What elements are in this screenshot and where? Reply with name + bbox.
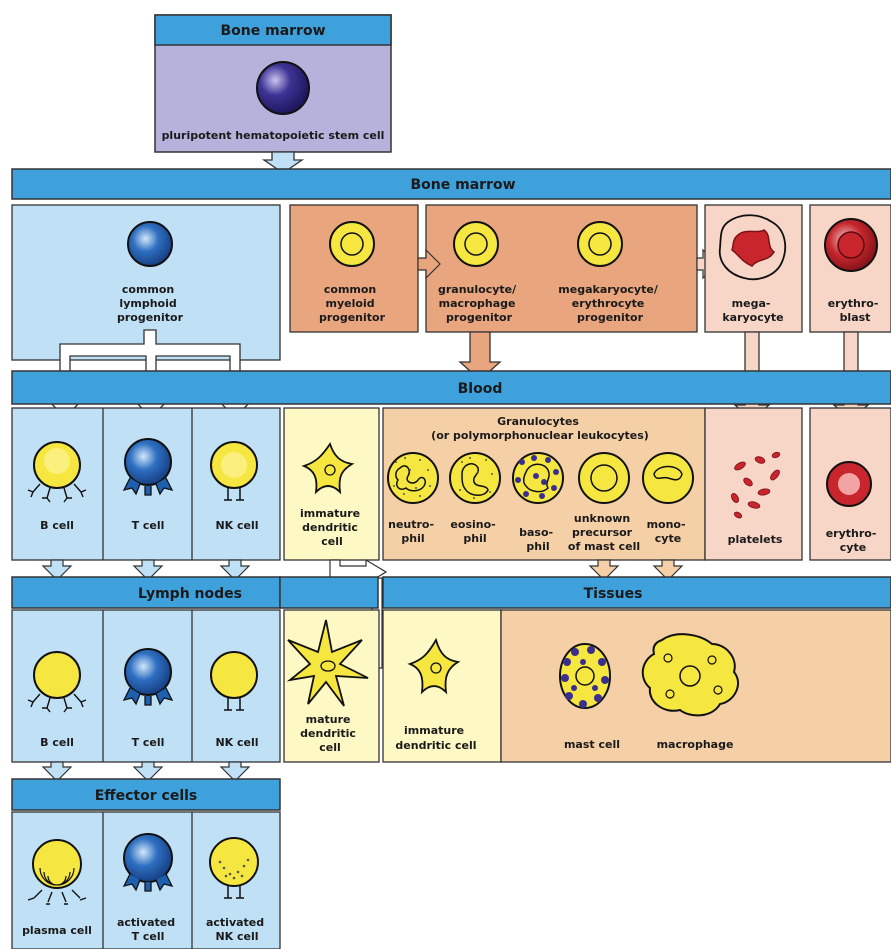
mast-cell-icon	[559, 643, 611, 709]
mast-cell-precursor-label: unknown precursor of mast cell	[568, 512, 640, 553]
basophil-icon	[512, 452, 564, 504]
nk-cell-lymph-icon	[210, 651, 258, 711]
platelets-label: platelets	[728, 533, 783, 546]
immature-dendritic-cell-tissue-icon	[407, 637, 461, 695]
t-cell-icon	[122, 438, 174, 496]
eosinophil-label: eosino- phil	[450, 518, 499, 545]
granulocyte-macrophage-progenitor-icon	[453, 221, 499, 267]
blood-to-tissue-arrows	[588, 559, 684, 581]
plasma-cell-icon	[27, 839, 87, 905]
megakaryocyte-erythrocyte-progenitor-label: megakaryocyte/ erythrocyte progenitor	[558, 283, 661, 324]
mature-dendritic-cell-label: mature dendritic cell	[300, 713, 360, 754]
effector-cells-header: Effector cells	[95, 788, 198, 804]
common-myeloid-progenitor-label: common myeloid progenitor	[319, 283, 386, 324]
megakaryocyte-icon	[718, 214, 787, 281]
common-lymphoid-progenitor-label: common lymphoid progenitor	[117, 283, 184, 324]
stem-cell-icon	[256, 61, 310, 115]
basophil-label: baso- phil	[519, 526, 557, 553]
mature-dendritic-cell-icon	[286, 619, 369, 707]
macrophage-label: macrophage	[657, 738, 734, 751]
activated-t-cell-icon	[122, 833, 174, 892]
neutrophil-label: neutro- phil	[388, 518, 438, 545]
mast-cell-precursor-icon	[578, 452, 630, 504]
blood-section: Blood B cell T cell NK cell	[11, 370, 891, 561]
blood-header: Blood	[458, 381, 503, 397]
erythroblast-label: erythro- blast	[828, 297, 883, 324]
lymph-nodes-section: Lymph nodes Tissues B cell T cell NK cel…	[11, 576, 891, 763]
common-lymphoid-progenitor-icon	[127, 221, 173, 267]
eosinophil-icon	[449, 452, 501, 504]
stem-arrow	[261, 151, 305, 174]
erythroblast-icon	[824, 218, 878, 272]
lymph-nodes-header: Lymph nodes	[138, 586, 242, 602]
erythrocyte-label: erythro- cyte	[826, 527, 881, 554]
lymph-to-effector-arrows	[41, 761, 251, 782]
t-cell-label: T cell	[132, 519, 165, 532]
granulocytes-title: Granulocytes (or polymorphonuclear leuko…	[431, 415, 649, 442]
t-cell-lymph-icon	[122, 648, 174, 706]
monocyte-icon	[642, 452, 694, 504]
megakaryocyte-erythrocyte-progenitor-icon	[577, 221, 623, 267]
b-cell-lymph-label: B cell	[40, 736, 74, 749]
top-bone-marrow-header: Bone marrow	[220, 23, 325, 39]
immature-dendritic-cell-tissue-label: immature dendritic cell	[395, 724, 476, 752]
nk-cell-lymph-label: NK cell	[215, 736, 258, 749]
bone-marrow-section: Bone marrow common lymphoid progenitor c…	[11, 168, 891, 361]
mast-cell-label: mast cell	[564, 738, 620, 751]
myeloid-to-gm-arrow	[417, 248, 441, 280]
immature-dendritic-cell-icon	[301, 441, 355, 495]
activated-nk-cell-label: activated NK cell	[206, 916, 268, 943]
megakaryocyte-label: mega- karyocyte	[722, 297, 783, 324]
immature-dendritic-cell-label: immature dendritic cell	[300, 507, 364, 548]
nk-cell-icon	[210, 441, 258, 501]
b-cell-lymph-icon	[27, 651, 87, 713]
activated-nk-cell-icon	[209, 837, 259, 899]
stem-cell-label: pluripotent hematopoietic stem cell	[162, 129, 385, 142]
granulocyte-macrophage-progenitor-label: granulocyte/ macrophage progenitor	[438, 283, 520, 324]
bone-marrow-header: Bone marrow	[410, 177, 515, 193]
blood-to-lymph-arrows	[41, 559, 251, 581]
plasma-cell-label: plasma cell	[22, 924, 92, 937]
activated-t-cell-label: activated T cell	[117, 916, 179, 943]
platelets-icon	[730, 451, 781, 519]
common-myeloid-progenitor-icon	[329, 221, 375, 267]
b-cell-icon	[27, 441, 87, 503]
t-cell-lymph-label: T cell	[132, 736, 165, 749]
stem-cell-panel: Bone marrow pluripotent hematopoietic st…	[154, 14, 392, 153]
effector-cells-section: Effector cells plasma cell activated T c…	[11, 778, 281, 949]
monocyte-label: mono- cyte	[647, 518, 690, 545]
macrophage-icon	[641, 633, 739, 717]
tissues-header: Tissues	[584, 586, 643, 602]
nk-cell-label: NK cell	[215, 519, 258, 532]
erythrocyte-icon	[826, 461, 872, 507]
neutrophil-icon	[387, 452, 439, 504]
b-cell-label: B cell	[40, 519, 74, 532]
